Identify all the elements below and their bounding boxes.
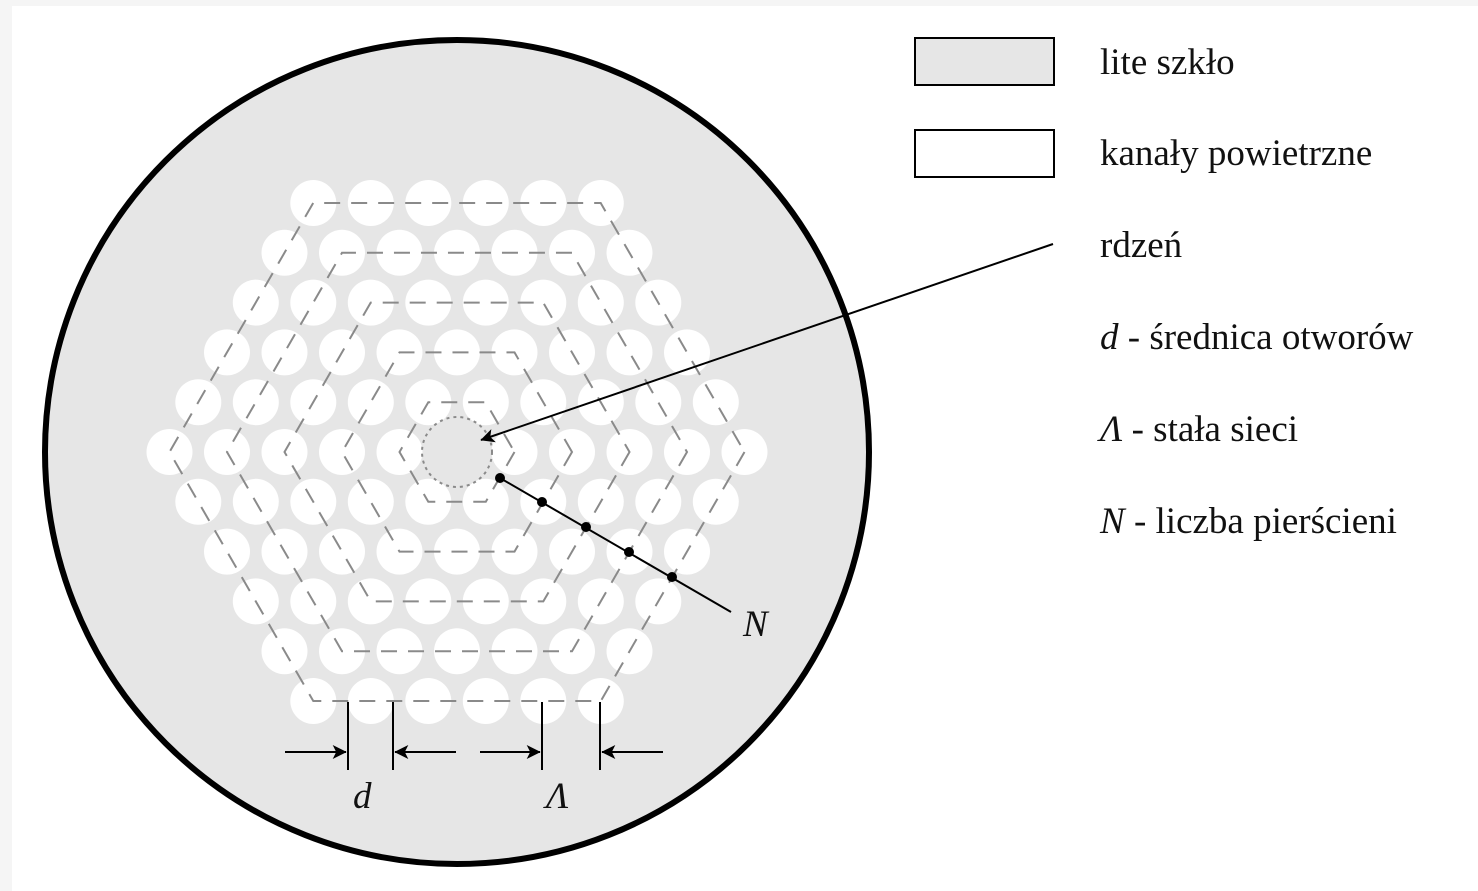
air-hole <box>347 578 394 625</box>
air-hole <box>606 329 653 376</box>
legend-n-desc: - liczba pierścieni <box>1125 501 1397 542</box>
air-hole <box>347 379 394 426</box>
air-hole <box>261 329 308 376</box>
air-hole <box>462 379 509 426</box>
air-hole <box>462 678 509 724</box>
air-hole <box>175 478 222 525</box>
air-hole <box>146 429 193 475</box>
air-hole <box>462 279 509 326</box>
ring-dot-2 <box>537 497 547 507</box>
air-hole <box>462 180 509 226</box>
air-hole <box>204 528 250 575</box>
legend-swatch-air <box>914 129 1055 178</box>
ring-outline-2 <box>340 351 574 553</box>
legend-label-core: rdzeń <box>1100 225 1182 266</box>
ring-count-indicator: N <box>495 473 770 645</box>
hole-diameter-dimension: d <box>285 702 456 817</box>
air-hole <box>232 379 279 426</box>
air-hole <box>347 180 394 226</box>
legend-swatch-glass <box>914 37 1055 86</box>
air-hole <box>520 279 567 326</box>
legend-n-symbol: N <box>1099 501 1127 542</box>
air-hole <box>290 180 337 226</box>
air-hole <box>520 678 567 724</box>
air-hole <box>692 379 739 426</box>
air-hole <box>405 578 452 625</box>
lambda-label: Λ <box>543 776 569 817</box>
legend-item-n: N - liczba pierścieni <box>1099 501 1397 542</box>
ring-outline-3 <box>283 301 631 603</box>
legend: lite szkło kanały powietrzne rdzeń d - ś… <box>914 37 1414 542</box>
d-label: d <box>353 776 372 817</box>
legend-item-d: d - średnica otworów <box>1100 317 1414 358</box>
ring-outline-1 <box>398 401 516 503</box>
ring-dot-3 <box>581 522 591 532</box>
air-hole <box>434 628 480 675</box>
core-circle <box>421 416 493 488</box>
air-hole <box>319 429 365 475</box>
ring-outline-4 <box>225 251 689 653</box>
air-hole <box>635 379 682 426</box>
legend-lambda-desc: - stała sieci <box>1122 409 1298 450</box>
air-hole <box>405 180 452 226</box>
ring-dot-5 <box>667 572 677 582</box>
air-hole <box>405 279 452 326</box>
air-hole <box>491 628 538 675</box>
ring-dot-1 <box>495 473 505 483</box>
legend-label-glass: lite szkło <box>1100 42 1235 83</box>
ring-outline-5 <box>168 202 746 702</box>
legend-item-lambda: Λ - stała sieci <box>1097 409 1298 450</box>
air-hole <box>549 229 595 276</box>
fiber-cladding <box>42 37 872 867</box>
legend-lambda-symbol: Λ <box>1097 409 1123 450</box>
air-hole <box>347 478 394 525</box>
air-hole <box>664 329 710 376</box>
legend-label-air: kanały powietrzne <box>1100 133 1372 174</box>
core-pointer-arrow <box>480 243 1054 443</box>
ring-dot-4 <box>624 547 634 557</box>
ring-count-label: N <box>742 604 770 645</box>
legend-d-symbol: d <box>1100 317 1119 358</box>
ring-outlines <box>168 202 746 702</box>
air-hole <box>290 279 337 326</box>
air-hole <box>577 279 624 326</box>
air-hole <box>319 528 365 575</box>
air-hole <box>376 628 423 675</box>
legend-d-desc: - średnica otworów <box>1119 317 1414 358</box>
pitch-dimension: Λ <box>480 702 663 817</box>
air-hole <box>577 678 624 724</box>
